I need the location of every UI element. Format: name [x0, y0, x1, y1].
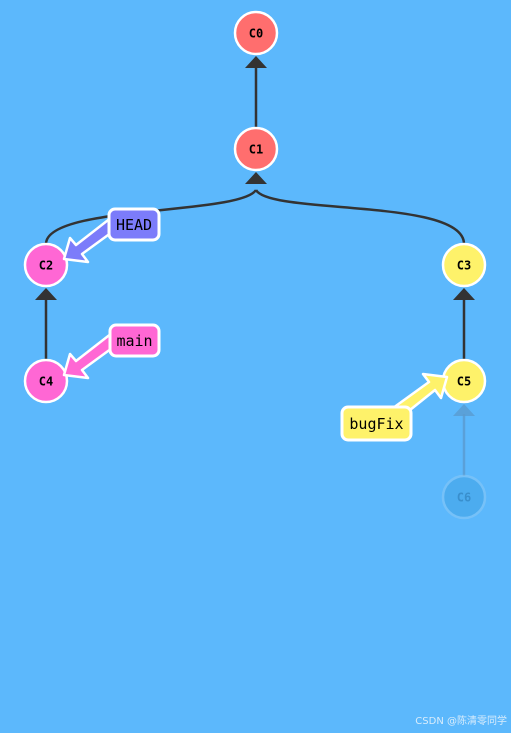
arrowhead-c5	[453, 404, 475, 416]
commit-c5[interactable]: C5	[441, 358, 487, 404]
arrowhead-c1	[245, 172, 267, 184]
ref-main[interactable]: main	[62, 323, 161, 380]
arrowhead-c2	[35, 288, 57, 300]
refs: HEAD main bugFix	[62, 207, 449, 442]
commit-label: C3	[457, 259, 471, 273]
commit-label: C4	[39, 375, 53, 389]
edge-c3-c1	[254, 189, 466, 245]
ref-label-bugfix: bugFix	[349, 415, 403, 433]
commit-label: C5	[457, 375, 471, 389]
commit-c2[interactable]: C2	[23, 242, 69, 288]
commit-label: C1	[249, 143, 263, 157]
commit-c1[interactable]: C1	[233, 126, 279, 172]
commit-label: C2	[39, 259, 53, 273]
commits: C0 C1 C2 C3 C4 C5 C6	[23, 10, 487, 520]
commit-c6-ghost[interactable]: C6	[441, 474, 487, 520]
arrowhead-c3	[453, 288, 475, 300]
ref-label-head: HEAD	[116, 216, 152, 234]
commit-label: C0	[249, 27, 263, 41]
ref-label-main: main	[116, 332, 152, 350]
commit-c3[interactable]: C3	[441, 242, 487, 288]
commit-c4[interactable]: C4	[23, 358, 69, 404]
commit-c0[interactable]: C0	[233, 10, 279, 56]
watermark: CSDN @陈清零同学	[415, 716, 507, 727]
ref-head[interactable]: HEAD	[62, 207, 161, 264]
commit-label: C6	[457, 491, 471, 505]
arrowhead-c0	[245, 56, 267, 68]
ref-bugfix[interactable]: bugFix	[340, 372, 449, 442]
